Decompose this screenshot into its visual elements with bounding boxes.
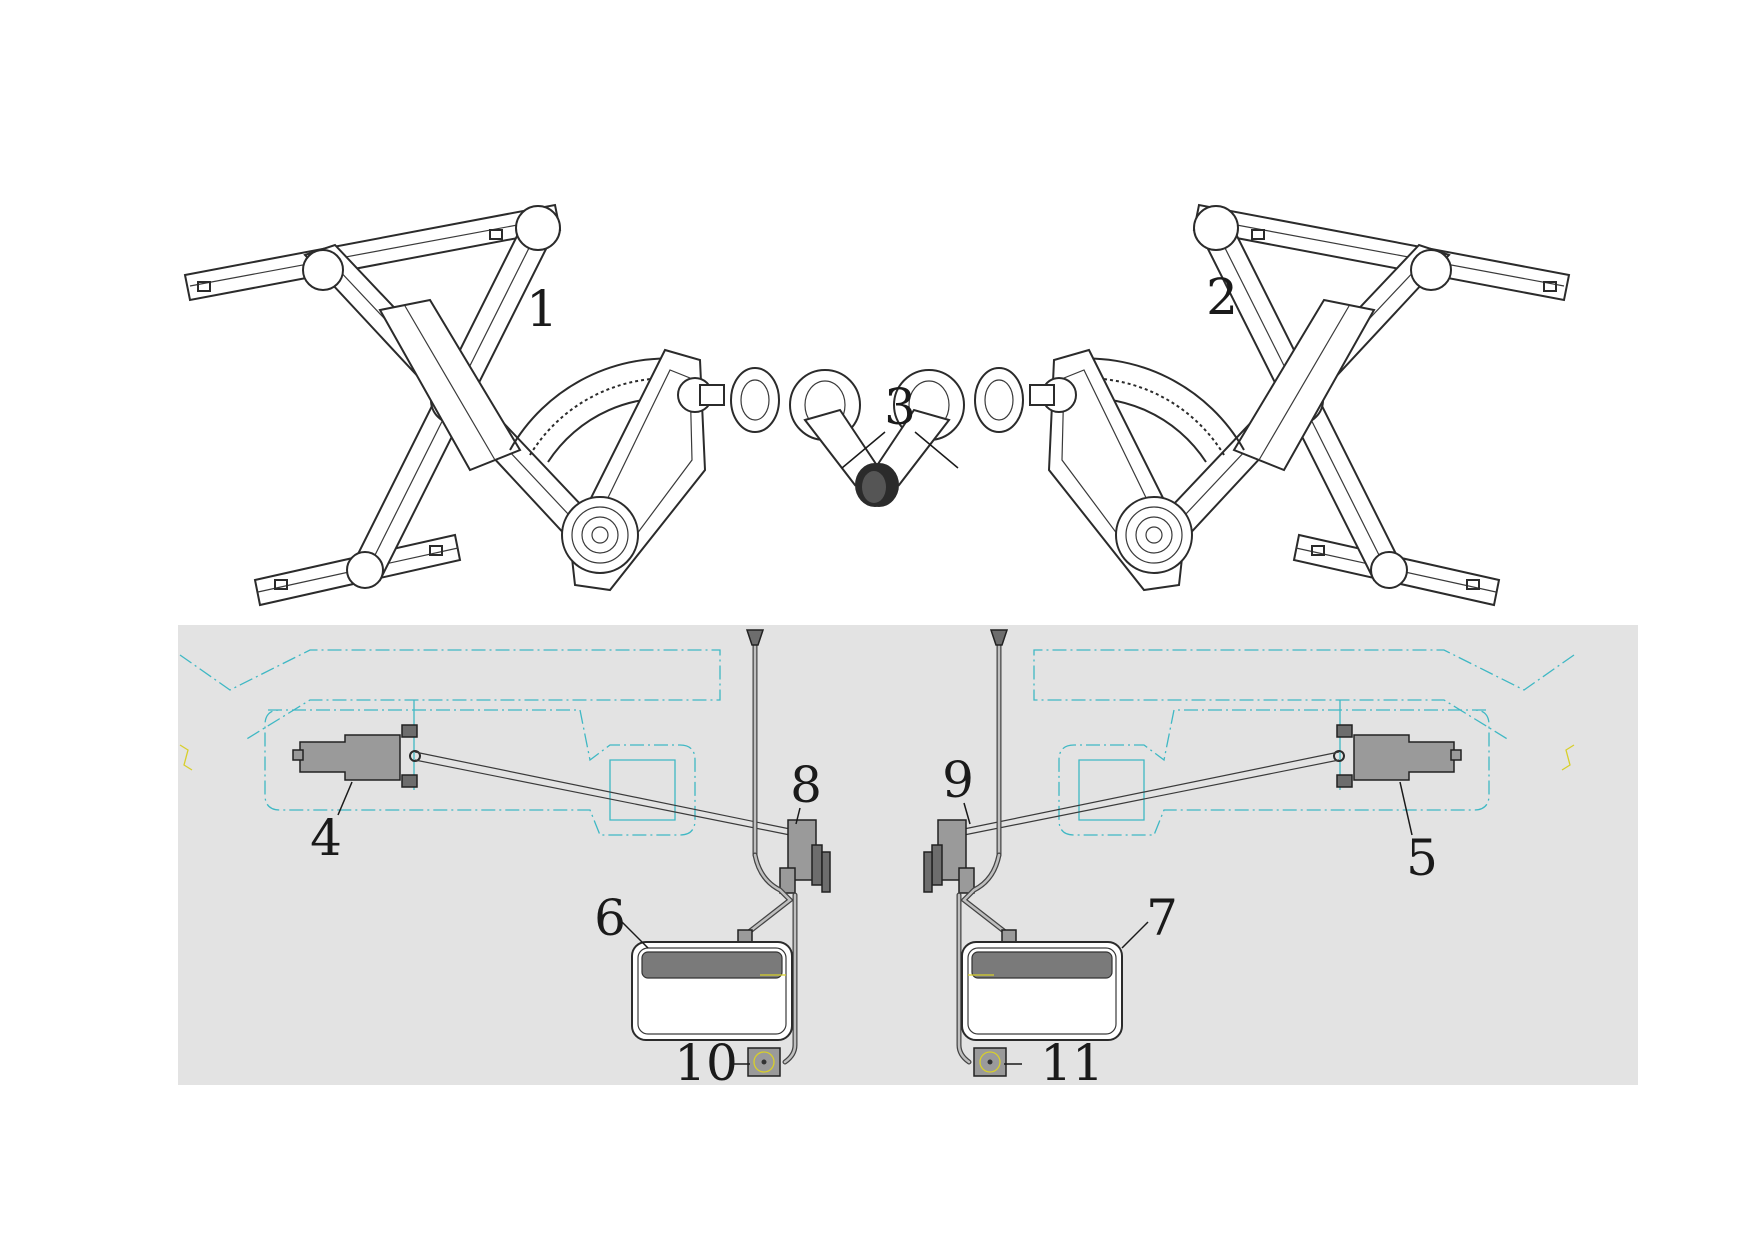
callout-6: 6 xyxy=(594,889,626,947)
callout-7-leader xyxy=(1121,921,1149,949)
callout-2: 2 xyxy=(1206,268,1238,326)
regulator-left xyxy=(184,204,725,606)
callout-6-leader xyxy=(621,921,649,949)
regulator-right xyxy=(1029,204,1570,606)
callout-4-leader xyxy=(337,781,353,816)
callout-9: 9 xyxy=(942,751,974,809)
callout-3-leader-left xyxy=(841,431,886,469)
callout-10: 10 xyxy=(674,1034,738,1092)
callout-11: 11 xyxy=(1040,1034,1104,1092)
callout-4: 4 xyxy=(310,809,342,867)
callout-1: 1 xyxy=(526,280,558,338)
handle-assembly-panel xyxy=(178,625,1638,1085)
callout-3: 3 xyxy=(884,378,916,436)
callout-3-leader-right xyxy=(914,431,959,469)
callout-5: 5 xyxy=(1406,829,1438,887)
callout-8-leader xyxy=(795,807,801,825)
callout-9-leader xyxy=(963,802,971,825)
callout-8: 8 xyxy=(790,756,822,814)
callout-7: 7 xyxy=(1146,889,1178,947)
callout-5-leader xyxy=(1399,781,1413,836)
